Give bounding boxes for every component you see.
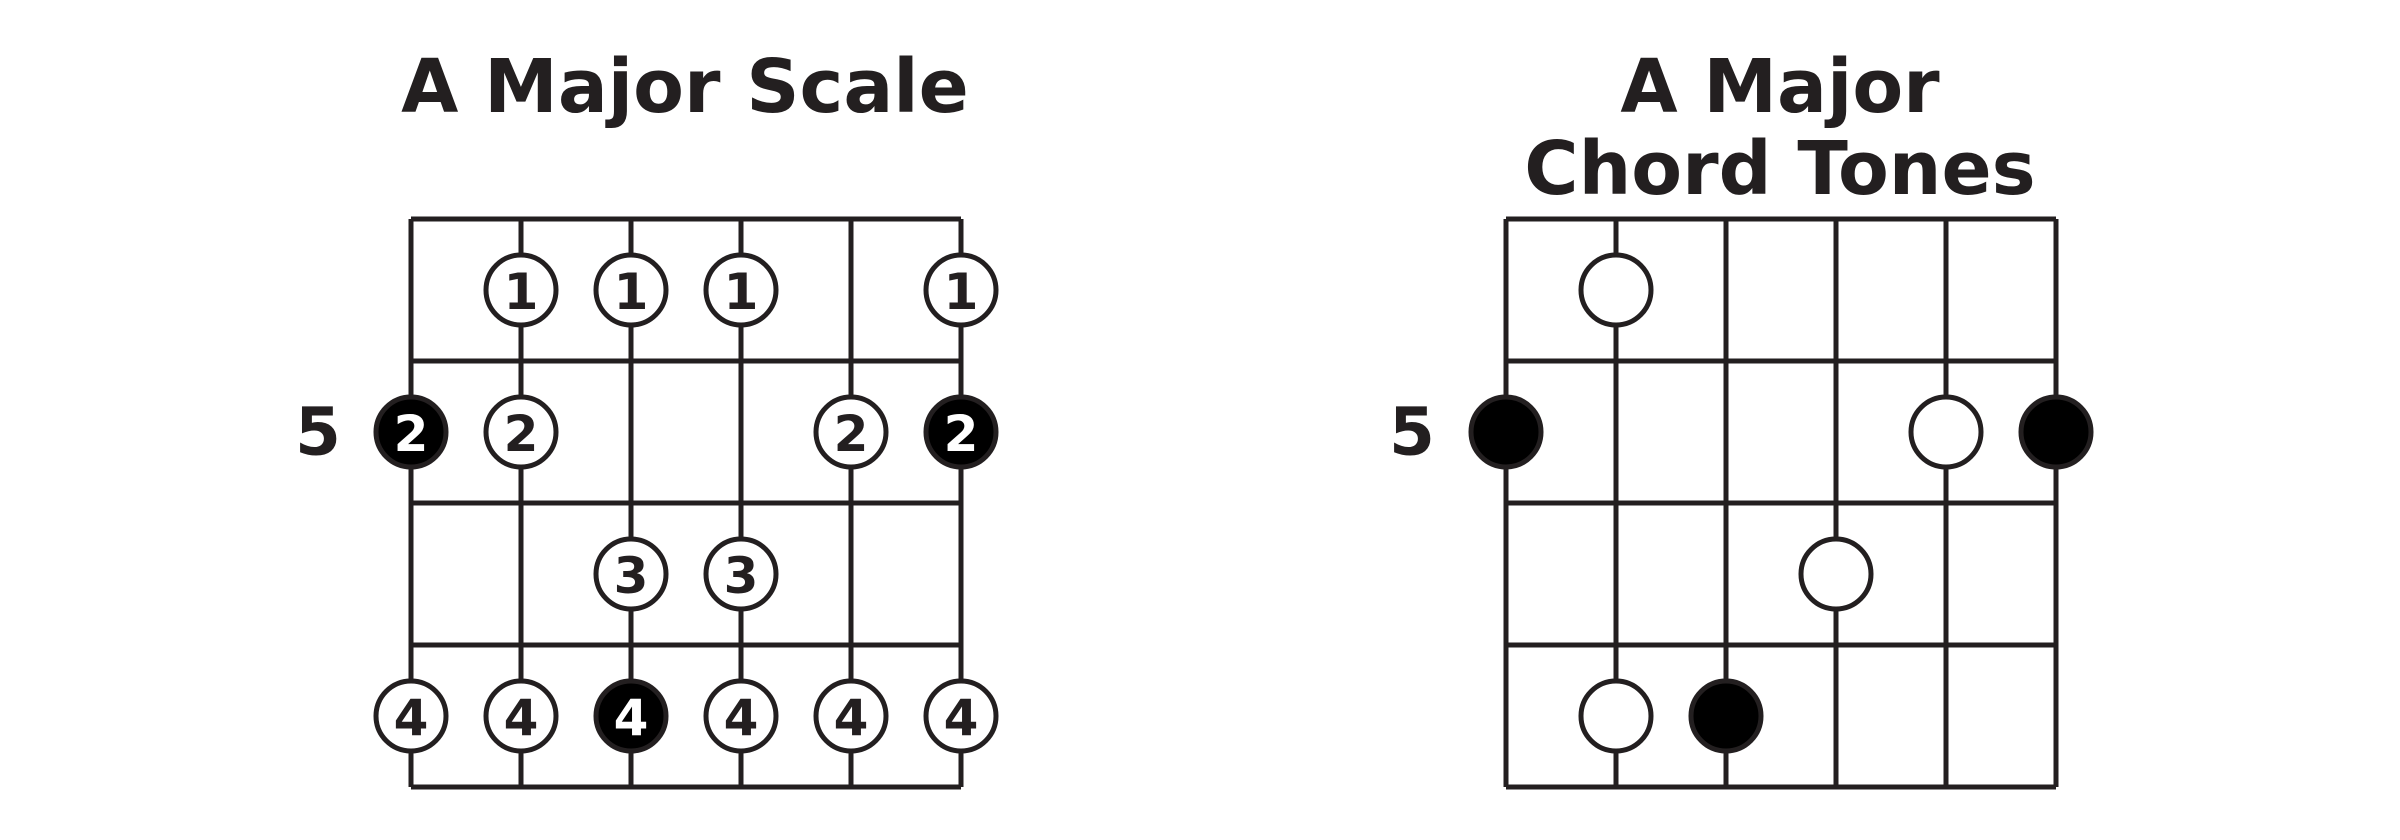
root-note-dot: 2 bbox=[373, 394, 449, 470]
finger-number: 1 bbox=[614, 263, 649, 321]
root-note-dot bbox=[2018, 394, 2094, 470]
note-dot: 3 bbox=[593, 536, 669, 612]
finger-number: 4 bbox=[394, 689, 429, 747]
root-note-circle bbox=[593, 678, 669, 754]
diagram-title-line: Chord Tones bbox=[1524, 126, 2035, 212]
start-fret-label: 5 bbox=[295, 394, 341, 471]
finger-number: 1 bbox=[724, 263, 759, 321]
root-note-circle bbox=[2018, 394, 2094, 470]
note-circle bbox=[483, 678, 559, 754]
note-circle bbox=[1908, 394, 1984, 470]
note-dot bbox=[1908, 394, 1984, 470]
root-note-dot: 4 bbox=[593, 678, 669, 754]
note-circle bbox=[483, 394, 559, 470]
note-dot: 2 bbox=[483, 394, 559, 470]
note-circle bbox=[923, 252, 999, 328]
note-circle bbox=[1578, 678, 1654, 754]
finger-number: 2 bbox=[504, 405, 539, 463]
note-circle bbox=[483, 252, 559, 328]
finger-number: 4 bbox=[724, 689, 759, 747]
note-circle bbox=[593, 536, 669, 612]
note-circle bbox=[373, 678, 449, 754]
note-dot: 1 bbox=[923, 252, 999, 328]
note-dot: 4 bbox=[373, 678, 449, 754]
note-circle bbox=[923, 678, 999, 754]
note-dot bbox=[1578, 678, 1654, 754]
diagram-title-line: A Major bbox=[1620, 44, 1940, 130]
finger-number: 4 bbox=[834, 689, 869, 747]
root-note-circle bbox=[923, 394, 999, 470]
note-dot: 1 bbox=[703, 252, 779, 328]
note-circle bbox=[1798, 536, 1874, 612]
note-dot: 1 bbox=[593, 252, 669, 328]
finger-number: 4 bbox=[614, 689, 649, 747]
root-note-circle bbox=[1688, 678, 1764, 754]
finger-number: 3 bbox=[724, 547, 759, 605]
note-circle bbox=[703, 536, 779, 612]
finger-number: 1 bbox=[504, 263, 539, 321]
note-dot: 1 bbox=[483, 252, 559, 328]
note-circle bbox=[593, 252, 669, 328]
note-dot bbox=[1798, 536, 1874, 612]
note-dot: 4 bbox=[483, 678, 559, 754]
finger-number: 1 bbox=[944, 263, 979, 321]
note-circle bbox=[813, 678, 889, 754]
finger-number: 2 bbox=[944, 405, 979, 463]
scale-diagram: A Major Scale 5 1 1 1 1 2 2 2 2 3 3 4 4 4 4 4 4 bbox=[295, 44, 999, 790]
note-dot bbox=[1578, 252, 1654, 328]
finger-number: 3 bbox=[614, 547, 649, 605]
note-dot: 4 bbox=[703, 678, 779, 754]
root-note-dot: 2 bbox=[923, 394, 999, 470]
diagram-title-line: A Major Scale bbox=[401, 44, 969, 130]
root-note-circle bbox=[1468, 394, 1544, 470]
finger-number: 4 bbox=[944, 689, 979, 747]
finger-number: 4 bbox=[504, 689, 539, 747]
note-dot: 2 bbox=[813, 394, 889, 470]
note-dot: 4 bbox=[813, 678, 889, 754]
note-dot: 4 bbox=[923, 678, 999, 754]
finger-number: 2 bbox=[394, 405, 429, 463]
note-circle bbox=[813, 394, 889, 470]
root-note-circle bbox=[373, 394, 449, 470]
root-note-dot bbox=[1688, 678, 1764, 754]
finger-number: 2 bbox=[834, 405, 869, 463]
start-fret-label: 5 bbox=[1389, 394, 1435, 471]
note-dot: 3 bbox=[703, 536, 779, 612]
root-note-dot bbox=[1468, 394, 1544, 470]
note-circle bbox=[703, 678, 779, 754]
note-circle bbox=[703, 252, 779, 328]
note-circle bbox=[1578, 252, 1654, 328]
